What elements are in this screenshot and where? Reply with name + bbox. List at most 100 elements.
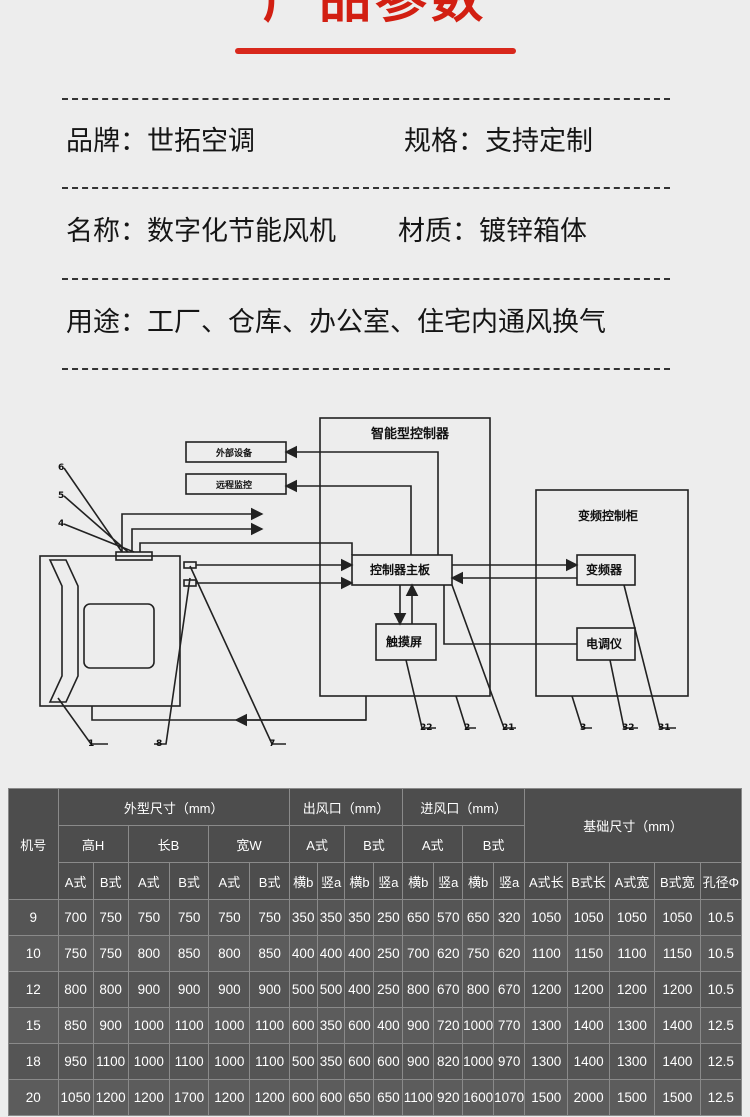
subheader-cell: A式 <box>57 862 94 900</box>
external-device-label: 外部设备 <box>215 447 253 459</box>
table-cell: 10.5 <box>699 899 743 936</box>
table-cell: 1050 <box>608 899 656 936</box>
table-cell: 600 <box>344 1007 375 1044</box>
table-cell: 1000 <box>462 1007 495 1044</box>
table-cell: 900 <box>402 1007 435 1044</box>
table-cell: 700 <box>57 899 94 936</box>
table-cell: 250 <box>373 899 404 936</box>
model-cell: 15 <box>8 1007 59 1044</box>
table-cell: 1000 <box>462 1043 495 1080</box>
subheader-cell: 横b <box>344 862 375 900</box>
table-cell: 600 <box>344 1043 375 1080</box>
table-cell: 400 <box>316 935 346 972</box>
table-cell: 350 <box>316 1043 346 1080</box>
table-cell: 820 <box>433 1043 464 1080</box>
header-model: 机号 <box>8 788 59 900</box>
table-cell: 750 <box>127 899 170 936</box>
subheader-cell: B式长 <box>567 862 610 900</box>
table-cell: 920 <box>433 1079 464 1116</box>
table-cell: 1000 <box>127 1007 170 1044</box>
title-underline <box>235 48 516 54</box>
table-cell: 1100 <box>249 1007 290 1044</box>
table-cell: 1070 <box>493 1079 526 1116</box>
subheader-cell: B式 <box>168 862 210 900</box>
table-cell: 1600 <box>462 1079 495 1116</box>
page-title: 产品参数 <box>262 0 487 30</box>
callout-21: 21 <box>502 723 515 733</box>
table-cell: 400 <box>344 971 375 1008</box>
table-cell: 1100 <box>524 935 569 972</box>
table-cell: 1500 <box>608 1079 656 1116</box>
table-cell: 1150 <box>654 935 701 972</box>
subheader-cell: 竖a <box>316 862 346 900</box>
table-cell: 1300 <box>524 1007 569 1044</box>
model-cell: 10 <box>8 935 59 972</box>
table-cell: 770 <box>493 1007 526 1044</box>
table-cell: 1200 <box>249 1079 290 1116</box>
header-outlet-b: B式 <box>344 825 404 863</box>
table-cell: 1100 <box>92 1043 129 1080</box>
header-outer-size: 外型尺寸（mm） <box>57 788 290 826</box>
table-cell: 1500 <box>654 1079 701 1116</box>
table-cell: 750 <box>208 899 251 936</box>
divider <box>62 98 670 100</box>
table-cell: 950 <box>57 1043 94 1080</box>
control-diagram: 智能型控制器 外部设备 远程监控 控制器主板 触摸屏 变频控制柜 变频器 电调仪… <box>36 408 716 760</box>
table-cell: 650 <box>402 899 435 936</box>
table-cell: 900 <box>168 971 210 1008</box>
table-cell: 650 <box>344 1079 375 1116</box>
callout-5: 5 <box>58 491 64 501</box>
table-cell: 1500 <box>524 1079 569 1116</box>
table-cell: 500 <box>288 971 318 1008</box>
callout-2: 2 <box>464 723 470 733</box>
table-cell: 800 <box>208 935 251 972</box>
table-cell: 970 <box>493 1043 526 1080</box>
table-cell: 1050 <box>524 899 569 936</box>
subheader-cell: A式 <box>127 862 170 900</box>
table-cell: 1300 <box>608 1043 656 1080</box>
table-cell: 620 <box>493 935 526 972</box>
table-cell: 1100 <box>168 1007 210 1044</box>
regulator-label: 电调仪 <box>586 636 623 651</box>
subheader-cell: 横b <box>462 862 495 900</box>
table-cell: 900 <box>249 971 290 1008</box>
table-cell: 800 <box>462 971 495 1008</box>
model-cell: 9 <box>8 899 59 936</box>
table-cell: 350 <box>288 899 318 936</box>
header-outlet-a: A式 <box>288 825 346 863</box>
callout-32: 32 <box>622 723 635 733</box>
table-cell: 1200 <box>567 971 610 1008</box>
table-cell: 600 <box>373 1043 404 1080</box>
table-cell: 1200 <box>92 1079 129 1116</box>
table-cell: 400 <box>373 1007 404 1044</box>
table-cell: 350 <box>316 899 346 936</box>
table-cell: 1000 <box>208 1007 251 1044</box>
table-cell: 1400 <box>567 1043 610 1080</box>
header-outlet: 出风口（mm） <box>288 788 404 826</box>
table-cell: 750 <box>92 935 129 972</box>
table-cell: 12.5 <box>699 1079 743 1116</box>
table-cell: 900 <box>402 1043 435 1080</box>
header-inlet-b: B式 <box>462 825 526 863</box>
divider <box>62 278 670 280</box>
table-cell: 1300 <box>608 1007 656 1044</box>
spec-material: 材质：镀锌箱体 <box>398 216 587 247</box>
subheader-cell: B式 <box>249 862 290 900</box>
callout-7: 7 <box>269 739 275 749</box>
table-cell: 1200 <box>608 971 656 1008</box>
table-cell: 1050 <box>654 899 701 936</box>
table-cell: 12.5 <box>699 1043 743 1080</box>
table-cell: 800 <box>57 971 94 1008</box>
table-cell: 1100 <box>168 1043 210 1080</box>
table-cell: 720 <box>433 1007 464 1044</box>
table-cell: 750 <box>249 899 290 936</box>
callout-1: 1 <box>88 739 94 749</box>
subheader-cell: 竖a <box>433 862 464 900</box>
subheader-cell: 竖a <box>493 862 526 900</box>
table-cell: 400 <box>344 935 375 972</box>
parameter-table: 机号 外型尺寸（mm） 出风口（mm） 进风口（mm） 基础尺寸（mm） 高H … <box>8 788 743 1116</box>
table-cell: 1000 <box>208 1043 251 1080</box>
